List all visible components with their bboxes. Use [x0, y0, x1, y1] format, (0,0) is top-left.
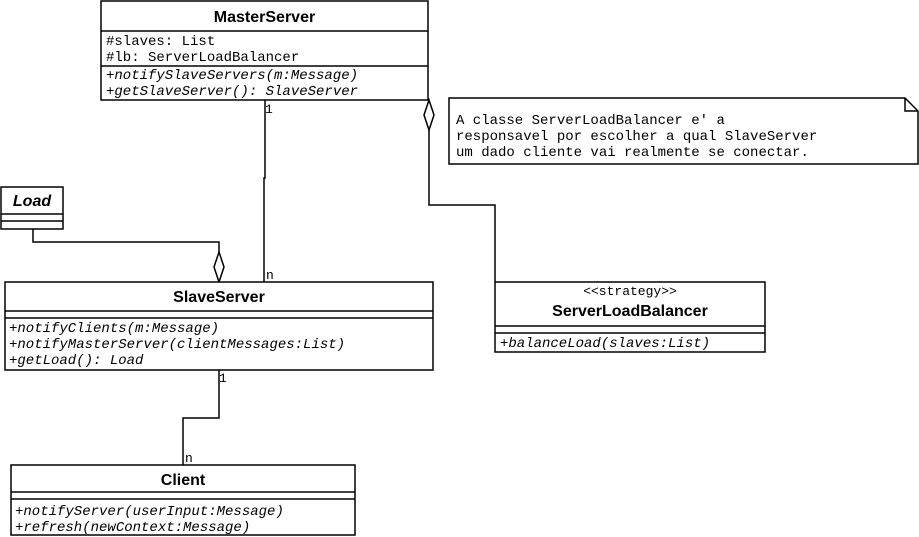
class-load: Load	[0, 186, 64, 230]
note-line: A classe ServerLoadBalancer e' a	[456, 113, 725, 129]
class-slave-server: SlaveServer +notifyClients(m:Message) +n…	[4, 281, 434, 371]
slave-server-operation: +notifyClients(m:Message)	[9, 321, 219, 337]
master-server-operation: +notifySlaveServers(m:Message)	[106, 68, 358, 84]
slave-client-source-multiplicity: 1	[219, 371, 227, 386]
client-operation: +notifyServer(userInput:Message)	[15, 504, 284, 520]
association-slave-client	[182, 370, 220, 465]
aggregation-master-loadbalancer	[428, 130, 496, 282]
aggregation-diamond-master	[423, 97, 435, 133]
slave-client-target-multiplicity: n	[185, 451, 193, 466]
master-slave-source-multiplicity: 1	[265, 102, 273, 117]
class-server-load-balancer: <<strategy>> ServerLoadBalancer +balance…	[494, 281, 766, 353]
client-operation: +refresh(newContext:Message)	[15, 520, 250, 536]
master-server-attribute: #lb: ServerLoadBalancer	[106, 50, 299, 66]
master-slave-target-multiplicity: n	[266, 268, 274, 283]
load-name: Load	[13, 193, 52, 210]
note-line: um dado cliente vai realmente se conecta…	[456, 145, 809, 161]
server-load-balancer-name: ServerLoadBalancer	[552, 303, 708, 320]
class-client: Client +notifyServer(userInput:Message) …	[10, 464, 356, 536]
association-master-slave	[263, 100, 266, 282]
client-name: Client	[161, 472, 206, 489]
aggregation-load-slave	[32, 229, 220, 252]
slave-server-name: SlaveServer	[173, 289, 265, 306]
server-load-balancer-operation: +balanceLoad(slaves:List)	[500, 336, 710, 352]
master-server-attribute: #slaves: List	[106, 34, 215, 50]
slave-server-operation: +getLoad(): Load	[9, 353, 144, 369]
master-server-operation: +getSlaveServer(): SlaveServer	[106, 84, 358, 100]
class-master-server: MasterServer #slaves: List #lb: ServerLo…	[100, 0, 429, 101]
note: A classe ServerLoadBalancer e' a respons…	[448, 97, 919, 165]
aggregation-diamond-slave	[213, 249, 225, 285]
note-line: responsavel por escolher a qual SlaveSer…	[456, 129, 817, 145]
slave-server-operation: +notifyMasterServer(clientMessages:List)	[9, 337, 345, 353]
master-server-name: MasterServer	[214, 9, 315, 26]
server-load-balancer-stereotype: <<strategy>>	[583, 284, 677, 299]
